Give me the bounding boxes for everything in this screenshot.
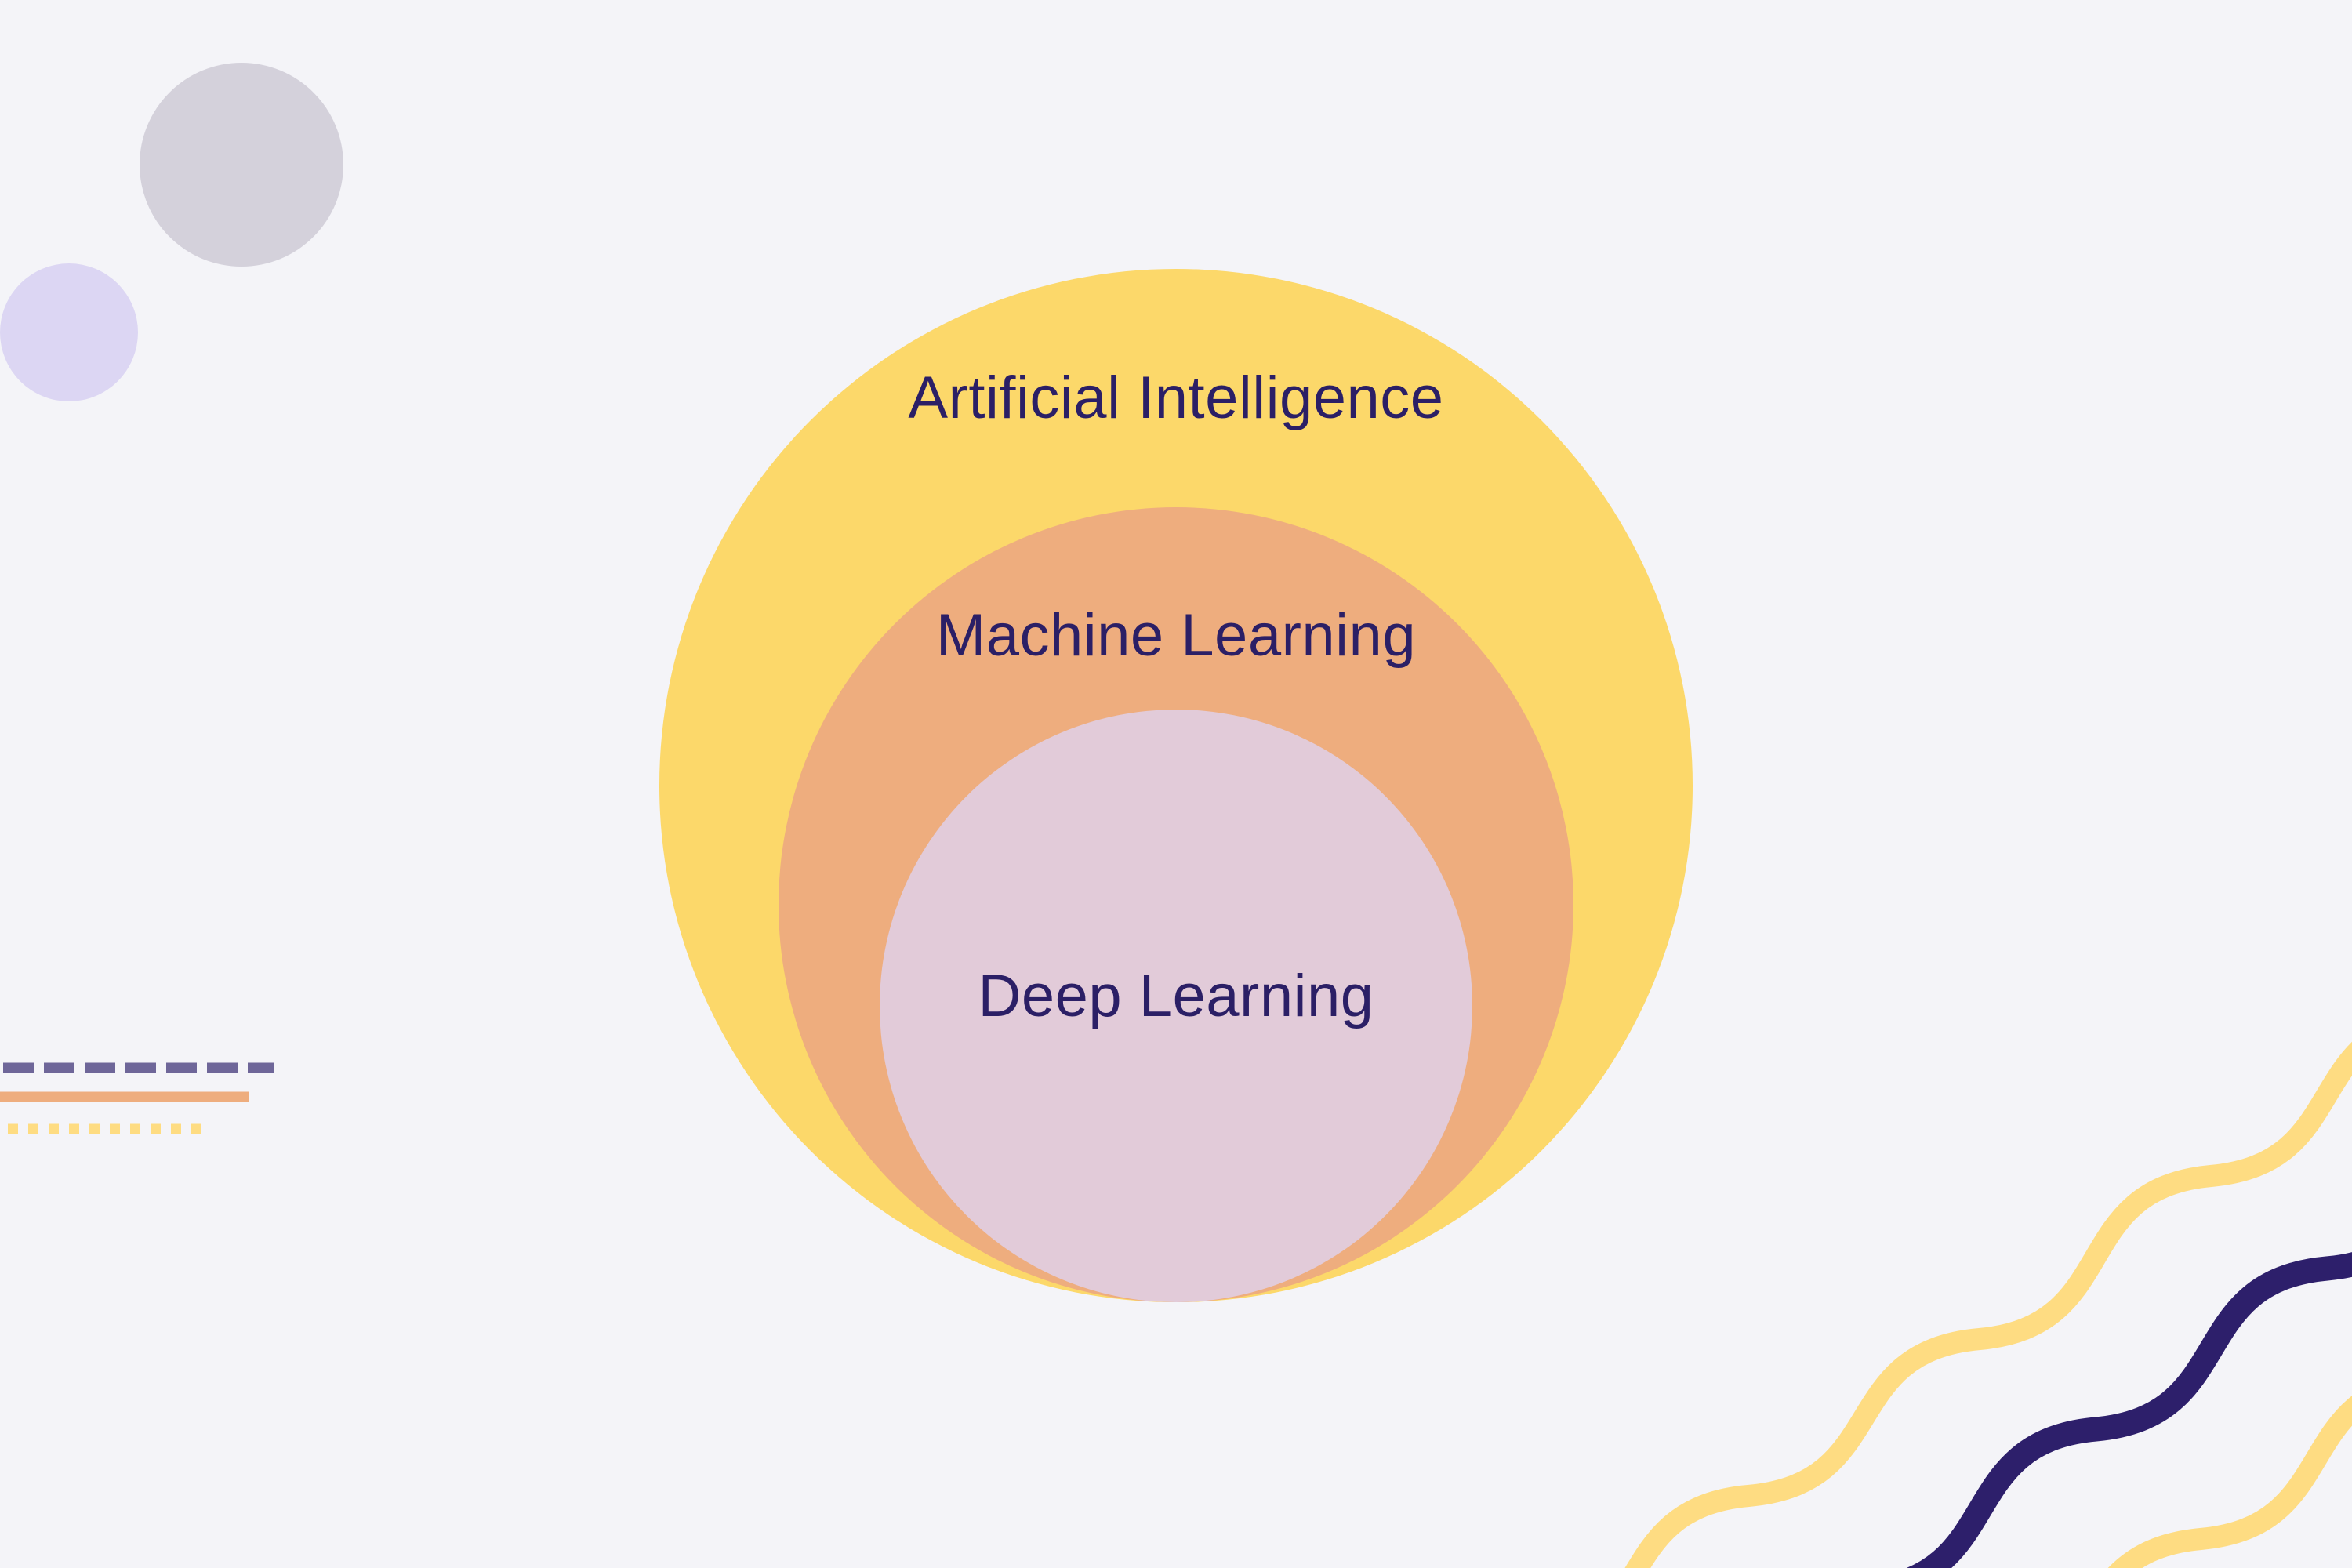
navy-wave [1906, 1251, 2352, 1568]
label-machine-learning: Machine Learning [935, 602, 1417, 669]
gray-dot [140, 63, 343, 267]
lavender-dot [0, 263, 138, 401]
yellow-wave-lower [2108, 1396, 2352, 1568]
label-deep-learning: Deep Learning [978, 963, 1374, 1029]
decorative-lines [0, 1062, 274, 1134]
label-artificial-intelligence: Artificial Intelligence [908, 365, 1444, 431]
decorative-dots [0, 63, 343, 401]
decorative-waves [1624, 1041, 2352, 1568]
yellow-wave-upper [1624, 1041, 2352, 1568]
circle-dl [880, 710, 1472, 1302]
